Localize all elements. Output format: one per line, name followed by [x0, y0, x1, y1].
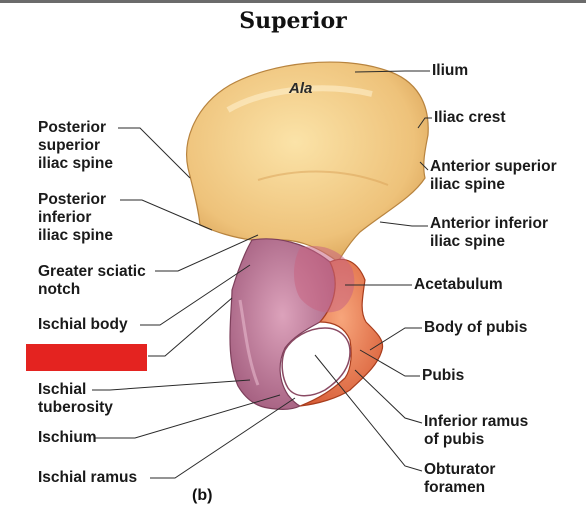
label-obturator-foramen: Obturator foramen: [424, 461, 495, 497]
label-ischial-body: Ischial body: [38, 316, 128, 333]
label-line: Anterior inferior: [430, 215, 548, 232]
pubis-region: [299, 258, 384, 407]
label-ischium: Ischium: [38, 429, 97, 446]
acetabulum-socket: [294, 246, 355, 313]
label-anterior-inferior-iliac-spine: Anterior inferior iliac spine: [430, 215, 548, 251]
top-border: [0, 0, 586, 3]
label-ilium: Ilium: [432, 62, 469, 79]
figure-label: (b): [192, 487, 213, 504]
label-inferior-ramus-of-pubis: Inferior ramus of pubis: [424, 413, 528, 449]
label-line: of pubis: [424, 431, 485, 448]
label-anterior-superior-iliac-spine: Anterior superior iliac spine: [430, 158, 557, 194]
ilium-highlight: [226, 85, 373, 113]
region-label-ala: Ala: [289, 80, 313, 97]
leader-lines: [92, 70, 432, 479]
label-line: iliac spine: [38, 155, 113, 172]
label-line: Greater sciatic: [38, 263, 146, 280]
label-line: iliac spine: [430, 233, 505, 250]
label-posterior-superior-iliac-spine: Posterior superior iliac spine: [38, 119, 113, 173]
label-ischial-ramus: Ischial ramus: [38, 469, 138, 486]
label-line: iliac spine: [38, 227, 113, 244]
label-iliac-crest: Iliac crest: [434, 109, 506, 126]
label-line: Posterior: [38, 191, 107, 208]
redaction-box: [26, 344, 147, 371]
label-line: foramen: [424, 479, 486, 496]
label-line: Obturator: [424, 461, 496, 478]
label-line: Inferior ramus: [424, 413, 529, 430]
label-line: Posterior: [38, 119, 107, 136]
label-posterior-inferior-iliac-spine: Posterior inferior iliac spine: [38, 191, 113, 245]
label-line: superior: [38, 137, 101, 154]
label-line: inferior: [38, 209, 92, 226]
ilium-shade: [257, 170, 389, 186]
label-line: Anterior superior: [430, 158, 557, 175]
label-pubis: Pubis: [422, 367, 465, 384]
label-line: Ischial: [38, 381, 87, 398]
label-line: tuberosity: [38, 399, 113, 416]
label-line: iliac spine: [430, 176, 505, 193]
label-ischial-tuberosity: Ischial tuberosity: [38, 381, 113, 417]
obturator-foramen-shape: [281, 327, 351, 397]
label-line: notch: [38, 281, 81, 298]
diagram-title: Superior: [239, 8, 347, 34]
label-body-of-pubis: Body of pubis: [424, 319, 528, 336]
label-acetabulum: Acetabulum: [414, 276, 503, 293]
label-greater-sciatic-notch: Greater sciatic notch: [38, 263, 146, 299]
ischium-highlight: [238, 299, 260, 386]
